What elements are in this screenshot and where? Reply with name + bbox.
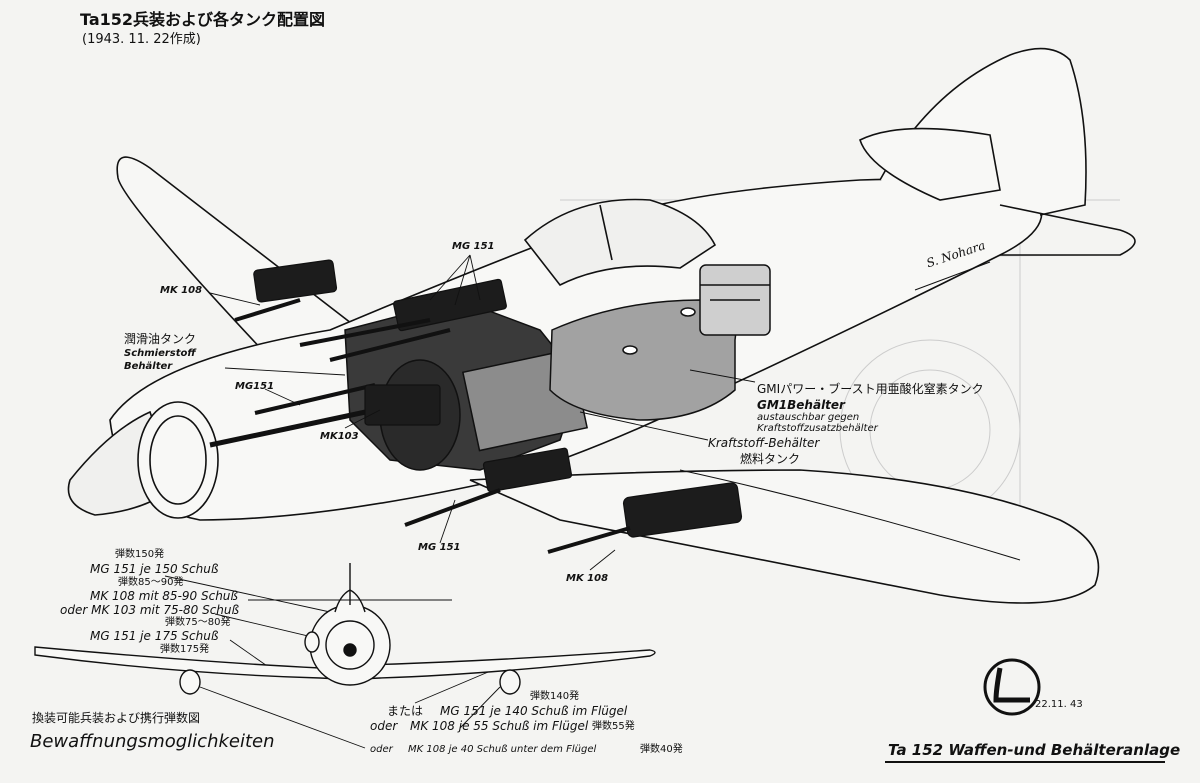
arm-w3-prefix: oder bbox=[370, 744, 393, 755]
arm-l4-jp: 弾数175発 bbox=[160, 644, 210, 655]
arm-l3-de: oder MK 103 mit 75-80 Schuß bbox=[60, 603, 240, 617]
label-mg151-top: MG 151 bbox=[452, 241, 495, 252]
sheet-subtitle: (1943. 11. 22作成) bbox=[82, 32, 201, 47]
arm-w2-prefix: oder bbox=[370, 719, 398, 733]
stylized-L-circle-icon bbox=[983, 658, 1041, 716]
mk108-wing-pod bbox=[622, 482, 743, 538]
label-mg151-bottom: MG 151 bbox=[418, 542, 461, 553]
mg151-lower-breech bbox=[482, 447, 573, 493]
arm-w1-prefix: または bbox=[387, 704, 424, 718]
arm-l2-jp: 弾数85～90発 bbox=[118, 577, 184, 588]
right-wing-outline bbox=[469, 469, 1100, 604]
arm-w2-jp: 弾数55発 bbox=[592, 721, 635, 732]
arm-l4-de: MG 151 je 175 Schuß bbox=[90, 629, 219, 643]
arm-w3-jp: 弾数40発 bbox=[640, 744, 683, 755]
label-oil-tank-de2: Behälter bbox=[124, 361, 173, 372]
label-oil-tank-de1: Schmierstoff bbox=[124, 348, 196, 359]
label-fuel-de: Kraftstoff-Behälter bbox=[708, 436, 820, 450]
mk108-left-breech bbox=[253, 259, 338, 303]
canopy-outline bbox=[523, 198, 717, 287]
arm-w2-de: MK 108 je 55 Schuß im Flügel bbox=[410, 719, 589, 733]
label-gm1-jp: GMIパワー・ブースト用亜酸化窒素タンク bbox=[757, 382, 984, 396]
drawing-caption: Ta 152 Waffen-und Behälteranlage bbox=[888, 741, 1181, 759]
label-mk103: MK103 bbox=[320, 431, 359, 442]
label-fuel-jp: 燃料タンク bbox=[740, 452, 801, 466]
arm-l3-jp: 弾数75～80発 bbox=[165, 617, 231, 628]
label-mg151-left: MG151 bbox=[235, 381, 275, 392]
sheet-title: Ta152兵装および各タンク配置図 bbox=[80, 10, 326, 29]
left-wing-outline bbox=[116, 156, 361, 391]
tailplane-outline bbox=[859, 127, 1001, 201]
options-title-jp: 換装可能兵装および携行弾数図 bbox=[32, 711, 201, 725]
front-view-silhouette bbox=[34, 563, 656, 695]
label-gm1-de3: Kraftstoffzusatzbehälter bbox=[757, 423, 878, 434]
arm-w3-de: MK 108 je 40 Schuß unter dem Flügel bbox=[408, 744, 597, 755]
arm-l1-jp: 弾数150発 bbox=[115, 549, 165, 560]
gm1-tank bbox=[549, 299, 737, 421]
label-gm1-de2: austauschbar gegen bbox=[757, 412, 860, 423]
mk103-breech bbox=[364, 384, 441, 426]
label-gm1-de1: GM1Behälter bbox=[757, 398, 845, 412]
label-mk108-left: MK 108 bbox=[160, 285, 203, 296]
label-mk108-bottom: MK 108 bbox=[566, 573, 609, 584]
options-title-de: Bewaffnungsmoglichkeiten bbox=[30, 731, 275, 752]
arm-l2-de: MK 108 mit 85-90 Schuß bbox=[90, 589, 238, 603]
label-oil-tank-jp: 潤滑油タンク bbox=[124, 332, 197, 346]
arm-w1-de: MG 151 je 140 Schuß im Flügel bbox=[440, 704, 628, 718]
date-stamp: 22.11. 43 bbox=[1035, 699, 1083, 710]
arm-l1-de: MG 151 je 150 Schuß bbox=[90, 562, 219, 576]
arm-w1-jp: 弾数140発 bbox=[530, 691, 580, 702]
